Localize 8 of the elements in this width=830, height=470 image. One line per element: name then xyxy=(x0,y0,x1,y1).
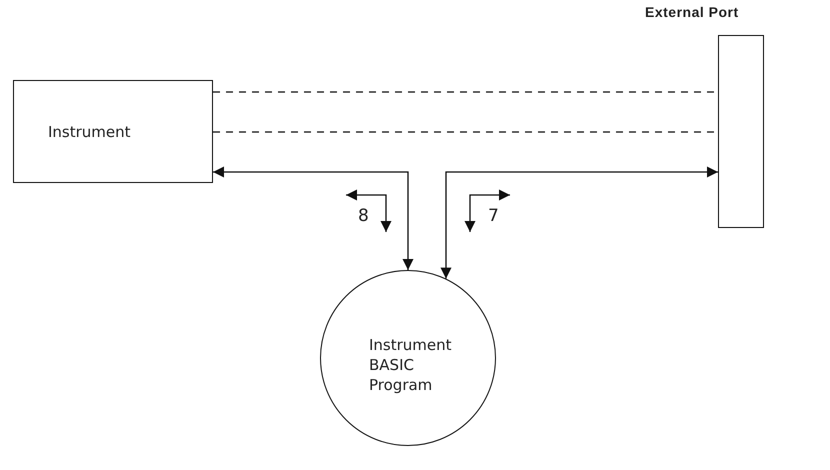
callout-number: 7 xyxy=(488,206,499,226)
box-label: Instrument xyxy=(48,123,131,141)
arrow xyxy=(213,166,414,270)
block-box xyxy=(13,80,213,183)
port-heading: External Port xyxy=(645,4,739,20)
arrow xyxy=(440,166,718,279)
callout-number: 8 xyxy=(358,206,369,226)
circle-label: Instrument BASIC Program xyxy=(369,335,449,395)
